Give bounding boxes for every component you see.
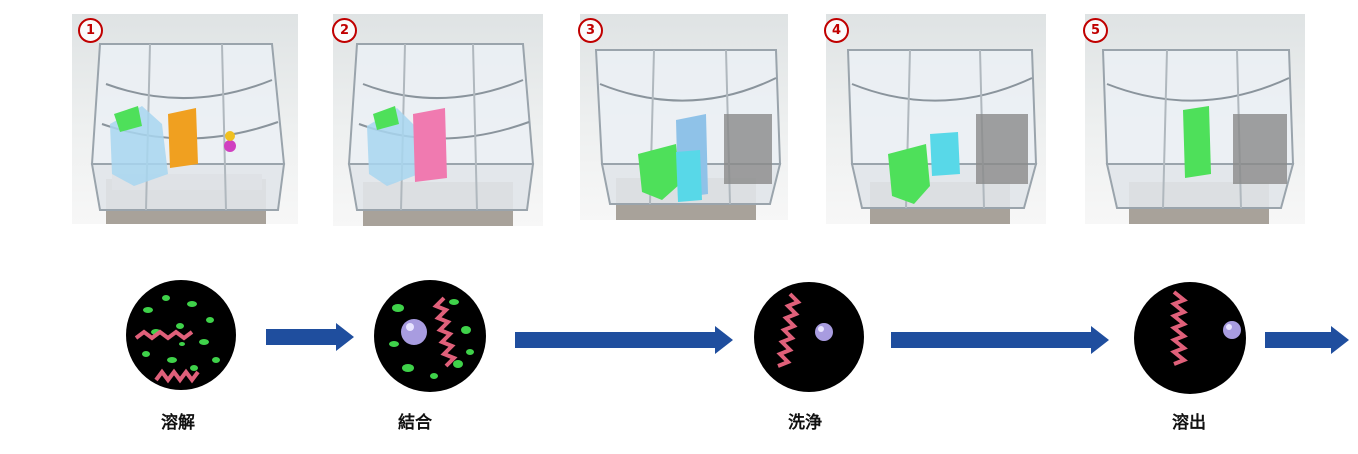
stage-label-binding: 結合 — [398, 413, 432, 433]
arrow-right-icon — [891, 326, 1109, 354]
step-number-5: 5 — [1083, 18, 1108, 43]
lysis-illustration — [126, 280, 236, 390]
cartridge-panel-3 — [580, 14, 788, 220]
cartridge-panel-5 — [1085, 14, 1305, 224]
step-number-4: 4 — [824, 18, 849, 43]
step-number-2: 2 — [332, 18, 357, 43]
cartridge-panel-2 — [333, 14, 543, 226]
stage-label-lysis: 溶解 — [161, 413, 195, 433]
cartridge-illustration — [594, 49, 782, 220]
step-number-3: 3 — [578, 18, 603, 43]
step-number-1: 1 — [78, 18, 103, 43]
cartridge-panel-1 — [72, 14, 298, 224]
cartridge-panel-4 — [826, 14, 1046, 224]
cartridge-illustration — [846, 49, 1038, 224]
stage-label-elution: 溶出 — [1172, 413, 1206, 433]
arrow-right-icon — [266, 323, 354, 351]
arrow-right-icon — [515, 326, 733, 354]
arrow-right-icon — [1265, 326, 1349, 354]
wash-illustration — [754, 282, 864, 392]
stage-label-wash: 洗浄 — [788, 413, 822, 433]
cartridge-illustration — [347, 43, 535, 226]
binding-illustration — [374, 280, 486, 392]
elution-illustration — [1134, 282, 1246, 394]
cartridge-illustration — [90, 43, 286, 224]
cartridge-illustration — [1101, 49, 1295, 224]
